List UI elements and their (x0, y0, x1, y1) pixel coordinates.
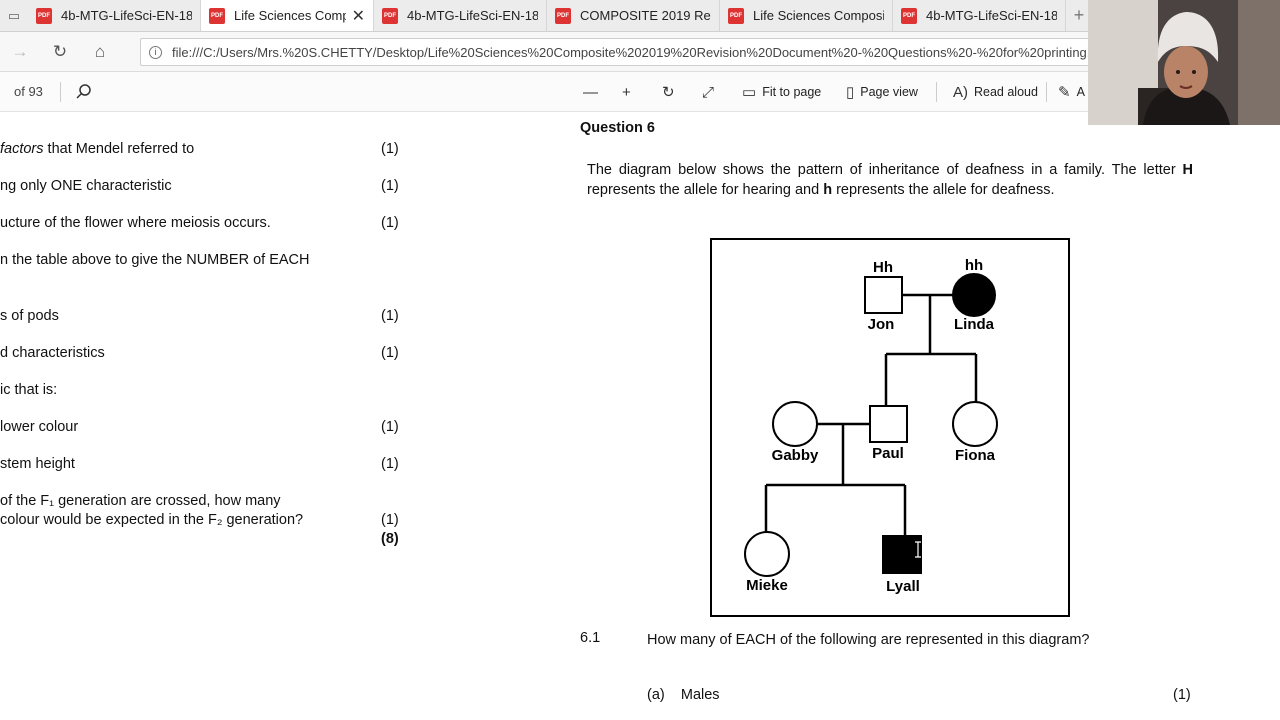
paul-male-hearing (869, 405, 908, 443)
refresh-icon[interactable]: ↻ (52, 41, 68, 61)
divider (1046, 82, 1047, 102)
pdf-file-icon: PDF (382, 7, 398, 24)
name-fiona: Fiona (955, 447, 996, 464)
info-icon[interactable]: i (149, 45, 162, 59)
pdf-toolbar: of 93 — + ↻ ⤢ ▭ Fit to page ▯ Page view … (0, 72, 1280, 112)
left-line-4: n the table above to give the NUMBER of … (0, 252, 310, 268)
mark: (1) (1173, 687, 1191, 703)
mark: (1) (381, 308, 399, 324)
name-paul: Paul (872, 445, 904, 462)
divider (936, 82, 937, 102)
zoom-out-icon[interactable]: — (583, 83, 598, 101)
forward-icon[interactable]: → (11, 41, 29, 61)
tab-bar: ▭ PDF 4b-MTG-LifeSci-EN-18- PDF Life Sci… (0, 0, 1280, 32)
read-aloud-button[interactable]: A) Read aloud (953, 82, 1038, 102)
genotype-jon: Hh (873, 259, 893, 276)
read-aloud-label: Read aloud (974, 85, 1038, 99)
tab-title: COMPOSITE 2019 Revis (580, 8, 711, 23)
fit-to-page-button[interactable]: ▭ Fit to page (742, 82, 821, 102)
name-mieke: Mieke (746, 577, 788, 594)
left-line-8: lower colour (0, 419, 79, 435)
mark: (1) (381, 215, 399, 231)
presenter-video-image (1088, 0, 1280, 125)
page-view-button[interactable]: ▯ Page view (846, 82, 918, 102)
close-tab-icon[interactable]: ✕ (351, 7, 365, 25)
rotate-icon[interactable]: ↻ (662, 84, 675, 101)
mark: (1) (381, 456, 399, 472)
page-count: of 93 (14, 84, 43, 99)
left-cross-line-1: of the F₁ generation are crossed, how ma… (0, 493, 281, 509)
question-text: How many of EACH of the following are re… (647, 632, 1090, 648)
tab-1[interactable]: PDF 4b-MTG-LifeSci-EN-18- (28, 0, 201, 31)
jon-male-hearing (864, 276, 903, 314)
left-line-2: ng only ONE characteristic (0, 178, 172, 194)
pdf-file-icon: PDF (209, 7, 225, 24)
question-paragraph: The diagram below shows the pattern of i… (587, 162, 1193, 198)
text-cursor-icon (915, 541, 921, 558)
mark: (1) (381, 512, 399, 528)
divider (60, 82, 61, 102)
name-jon: Jon (868, 316, 895, 333)
left-line-9: stem height (0, 456, 75, 472)
fullscreen-icon[interactable]: ⤢ (702, 83, 715, 101)
url-text: file:///C:/Users/Mrs.%20S.CHETTY/Desktop… (172, 44, 1100, 60)
name-gabby: Gabby (772, 447, 819, 464)
search-icon[interactable] (75, 82, 93, 102)
tab-title: 4b-MTG-LifeSci-EN-18- (407, 8, 538, 23)
fit-to-page-label: Fit to page (762, 85, 822, 99)
webcam-overlay (1088, 0, 1280, 125)
tab-title: Life Sciences Comp (234, 8, 346, 23)
pen-icon: ✎ (1058, 84, 1071, 101)
left-cross-line-2: colour would be expected in the F₂ gener… (0, 512, 304, 528)
left-line-6: d characteristics (0, 345, 105, 361)
lyall-male-deaf (882, 535, 922, 574)
mark: (1) (381, 419, 399, 435)
new-tab-icon[interactable]: + (1073, 5, 1085, 25)
tab-title: Life Sciences Composit (753, 8, 884, 23)
pdf-page: factors that Mendel referred to (1) ng o… (0, 112, 1280, 720)
left-line-1: factors that Mendel referred to (0, 141, 195, 157)
page-view-icon: ▯ (846, 84, 855, 101)
pdf-file-icon: PDF (728, 7, 744, 24)
tab-2-active[interactable]: PDF Life Sciences Comp ✕ (201, 0, 374, 31)
mieke-female-hearing (744, 531, 790, 577)
tab-title: 4b-MTG-LifeSci-EN-18- (926, 8, 1057, 23)
left-line-5: s of pods (0, 308, 59, 324)
home-icon[interactable]: ⌂ (94, 41, 106, 61)
fit-to-page-icon: ▭ (742, 84, 757, 101)
pdf-file-icon: PDF (555, 7, 571, 24)
genotype-linda: hh (965, 257, 983, 274)
mark: (1) (381, 178, 399, 194)
tab-actions-icon[interactable]: ▭ (7, 7, 21, 23)
question-number: 6.1 (580, 630, 601, 646)
zoom-in-icon[interactable]: + (622, 83, 631, 101)
linda-female-deaf (952, 273, 996, 317)
gabby-female-hearing (772, 401, 818, 447)
tab-title: 4b-MTG-LifeSci-EN-18- (61, 8, 192, 23)
left-line-3: ucture of the flower where meiosis occur… (0, 215, 271, 231)
sub-question-a: (a) Males (647, 687, 720, 703)
question-title: Question 6 (580, 120, 655, 136)
pdf-file-icon: PDF (36, 7, 52, 24)
address-bar-row: → ↻ ⌂ i file:///C:/Users/Mrs.%20S.CHETTY… (0, 32, 1280, 72)
draw-label: A (1076, 85, 1085, 99)
page-view-label: Page view (860, 85, 918, 99)
mark: (1) (381, 345, 399, 361)
name-linda: Linda (954, 316, 995, 333)
tab-4[interactable]: PDF COMPOSITE 2019 Revis (547, 0, 720, 31)
pdf-file-icon: PDF (901, 7, 917, 24)
draw-button[interactable]: ✎ A (1058, 82, 1085, 102)
read-aloud-icon: A) (953, 83, 968, 101)
tab-5[interactable]: PDF Life Sciences Composit (720, 0, 893, 31)
url-input[interactable]: i file:///C:/Users/Mrs.%20S.CHETTY/Deskt… (140, 38, 1100, 66)
tab-3[interactable]: PDF 4b-MTG-LifeSci-EN-18- (374, 0, 547, 31)
tab-6[interactable]: PDF 4b-MTG-LifeSci-EN-18- (893, 0, 1066, 31)
fiona-female-hearing (952, 401, 998, 447)
mark: (1) (381, 141, 399, 157)
total-mark: (8) (381, 531, 399, 547)
pedigree-diagram: Hh hh Jon Linda Gabby Paul Fiona Mieke L… (710, 238, 1070, 617)
name-lyall: Lyall (886, 578, 920, 595)
left-line-7: ic that is: (0, 382, 58, 398)
